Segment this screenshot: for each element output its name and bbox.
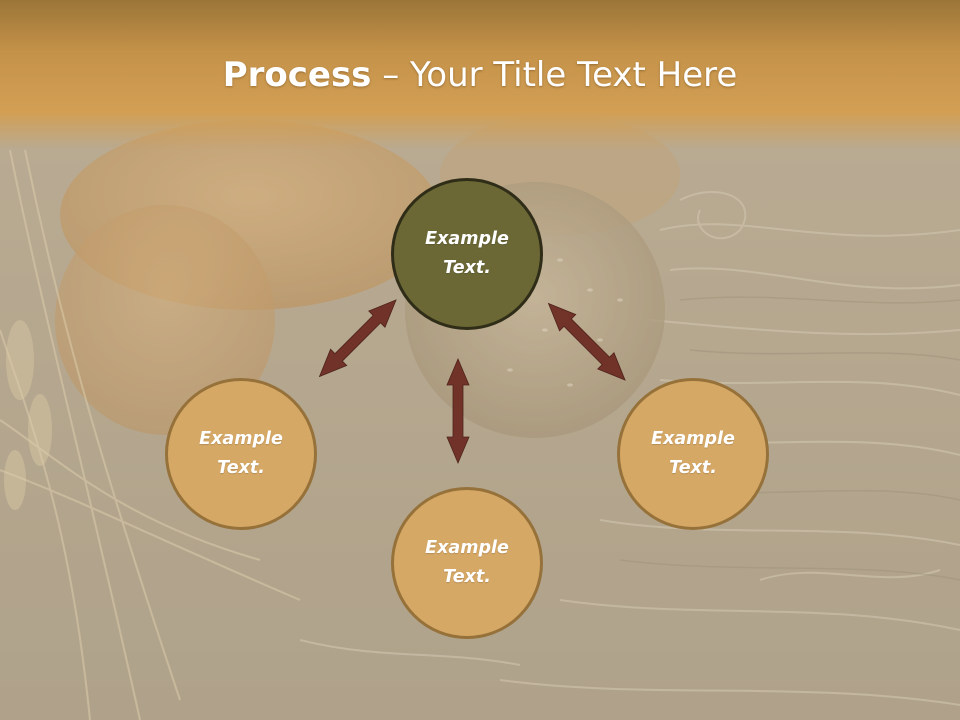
arrow-center-to-right — [547, 302, 626, 381]
arrow-center-to-left — [318, 299, 397, 378]
node-bottom-line2: Text. — [443, 567, 491, 587]
node-left-line1: Example — [199, 429, 283, 449]
node-left[interactable]: Example Text. — [165, 378, 317, 530]
center-node[interactable]: Example Text. — [391, 178, 543, 330]
title-band — [0, 0, 960, 150]
node-left-line2: Text. — [217, 458, 265, 478]
title-bold: Process — [222, 55, 372, 95]
center-node-line2: Text. — [443, 258, 491, 278]
arrow-center-to-bottom — [446, 357, 470, 465]
title-rest: – Your Title Text Here — [371, 55, 738, 95]
node-bottom[interactable]: Example Text. — [391, 487, 543, 639]
node-bottom-line1: Example — [425, 538, 509, 558]
node-right-line2: Text. — [669, 458, 717, 478]
node-right[interactable]: Example Text. — [617, 378, 769, 530]
node-right-line1: Example — [651, 429, 735, 449]
center-node-line1: Example — [425, 229, 509, 249]
slide-title: Process – Your Title Text Here — [0, 50, 960, 100]
